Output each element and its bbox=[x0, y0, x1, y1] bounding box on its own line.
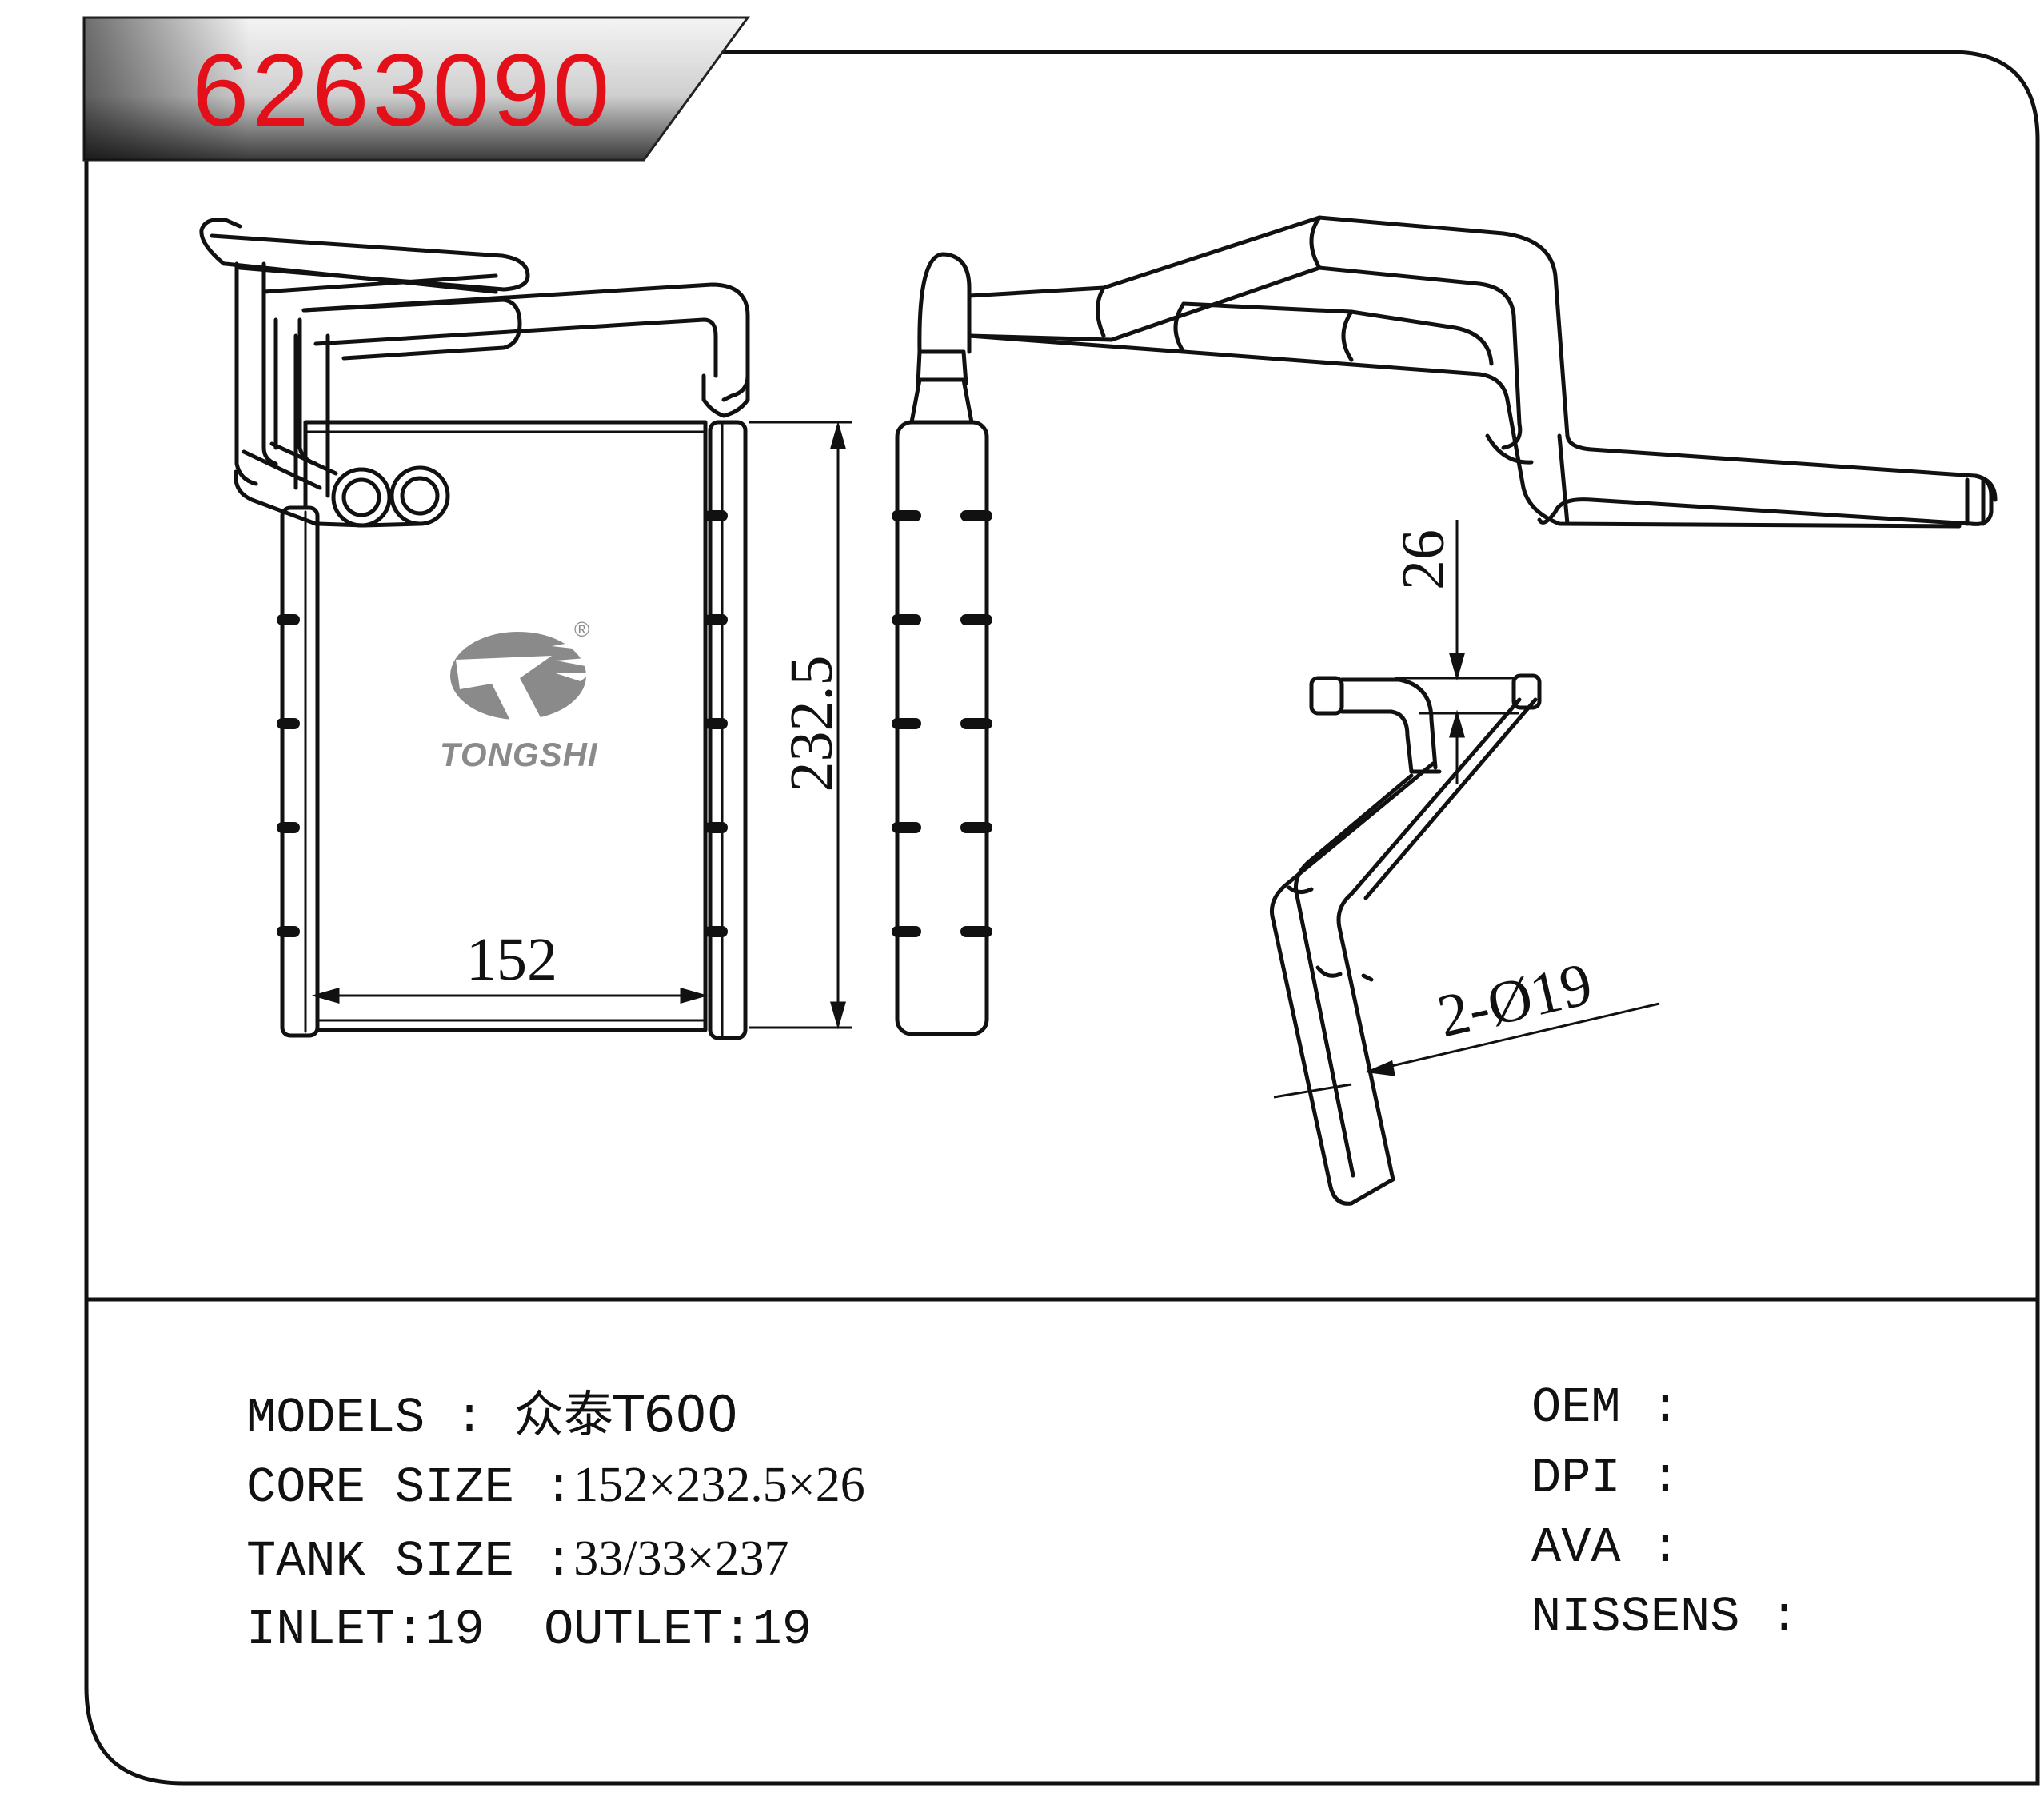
right-tank bbox=[708, 420, 748, 1040]
pipe-diameter-dimension: 2-Ø19 bbox=[1431, 950, 1598, 1051]
front-view bbox=[199, 218, 750, 1040]
oem-label: OEM : bbox=[1531, 1379, 1681, 1436]
inlet-value: 19 bbox=[425, 1602, 485, 1658]
ava-label: AVA : bbox=[1531, 1519, 1681, 1576]
tank-size-value: 33/33×237 bbox=[573, 1531, 789, 1586]
core-depth-dimension: 26 bbox=[1390, 529, 1457, 590]
core-size-value: 152×232.5×26 bbox=[573, 1458, 865, 1512]
part-number: 6263090 bbox=[192, 34, 613, 148]
outlet-value: 19 bbox=[752, 1602, 812, 1658]
top-dimensions bbox=[1273, 520, 1660, 1099]
core-size-row: CORE SIZE :152×232.5×26 bbox=[246, 1460, 865, 1513]
dpi-label: DPI : bbox=[1531, 1450, 1681, 1507]
outlet-label: OUTLET: bbox=[544, 1602, 753, 1658]
left-tank bbox=[280, 505, 320, 1038]
models-label: MODELS : bbox=[246, 1390, 485, 1447]
sheet-frame bbox=[84, 50, 2040, 1786]
tank-size-label: TANK SIZE : bbox=[246, 1533, 574, 1590]
top-view bbox=[1270, 673, 1542, 1206]
tongshi-logo bbox=[450, 632, 596, 724]
models-row: MODELS : 众泰T600 bbox=[246, 1390, 738, 1443]
brand-name: TONGSHI bbox=[440, 736, 598, 773]
nissens-label: NISSENS : bbox=[1531, 1589, 1799, 1646]
registered-mark: ® bbox=[574, 617, 590, 641]
tank-size-row: TANK SIZE :33/33×237 bbox=[246, 1534, 788, 1586]
core-height-dimension: 232.5 bbox=[778, 656, 845, 792]
front-dimensions bbox=[311, 421, 852, 1030]
inlet-label: INLET: bbox=[246, 1602, 425, 1658]
core-size-label: CORE SIZE : bbox=[246, 1459, 574, 1516]
inlet-outlet-row: INLET:19 OUTLET:19 bbox=[246, 1606, 812, 1655]
models-value: 众泰T600 bbox=[513, 1385, 739, 1443]
side-view bbox=[892, 215, 1998, 1036]
core-width-dimension: 152 bbox=[466, 926, 557, 993]
